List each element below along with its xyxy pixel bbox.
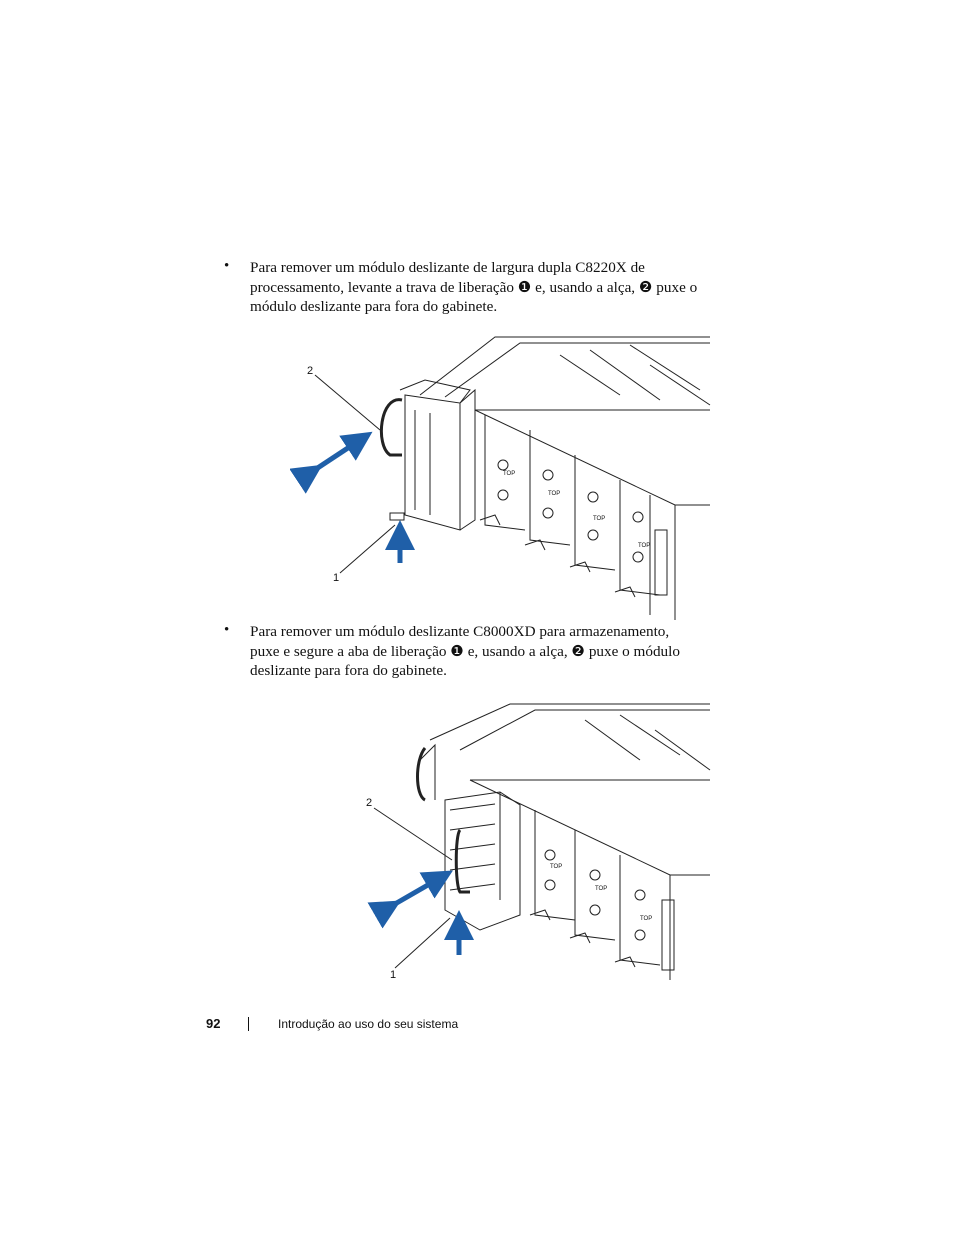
callout-1: 1 [333, 572, 339, 584]
text-line: processamento, levante a trava de libera… [250, 278, 698, 296]
text-line: deslizante para fora do gabinete. [250, 662, 447, 679]
sled-top-labels: TOP TOP TOP TOP [503, 471, 650, 549]
top-label: TOP [593, 516, 605, 522]
sled-top-labels: TOP TOP TOP [550, 864, 652, 922]
top-label: TOP [550, 864, 562, 870]
top-label: TOP [640, 916, 652, 922]
pull-direction-arrow [367, 870, 453, 929]
top-label: TOP [638, 543, 650, 549]
bullet-marker: • [224, 622, 230, 638]
figure-c8220x-removal: TOP TOP TOP TOP 2 1 [290, 336, 711, 620]
instruction-text: Para remover um módulo deslizante de lar… [250, 258, 720, 317]
text-line: Para remover um módulo deslizante de lar… [250, 259, 645, 276]
pull-direction-arrow [290, 431, 373, 494]
callout-2: 2 [307, 365, 313, 377]
chassis-drawing [373, 703, 711, 980]
figure-c8000xd-removal: TOP TOP TOP 2 1 [366, 703, 711, 981]
text-line: puxe e segure a aba de liberação ❶ e, us… [250, 642, 680, 660]
callout-2: 2 [366, 797, 372, 809]
section-title: Introdução ao uso do seu sistema [278, 1017, 459, 1031]
footer-separator [248, 1017, 249, 1031]
top-label: TOP [548, 491, 560, 497]
callout-1: 1 [390, 969, 396, 981]
top-label: TOP [503, 471, 515, 477]
movement-arrows [290, 431, 415, 563]
text-line: módulo deslizante para fora do gabinete. [250, 298, 498, 315]
text-line: Para remover um módulo deslizante C8000X… [250, 623, 670, 640]
instruction-text: Para remover um módulo deslizante C8000X… [250, 622, 720, 681]
movement-arrows [367, 870, 474, 955]
chassis-drawing [314, 336, 711, 620]
bullet-marker: • [224, 258, 230, 274]
page-number: 92 [206, 1016, 221, 1031]
top-label: TOP [595, 886, 607, 892]
